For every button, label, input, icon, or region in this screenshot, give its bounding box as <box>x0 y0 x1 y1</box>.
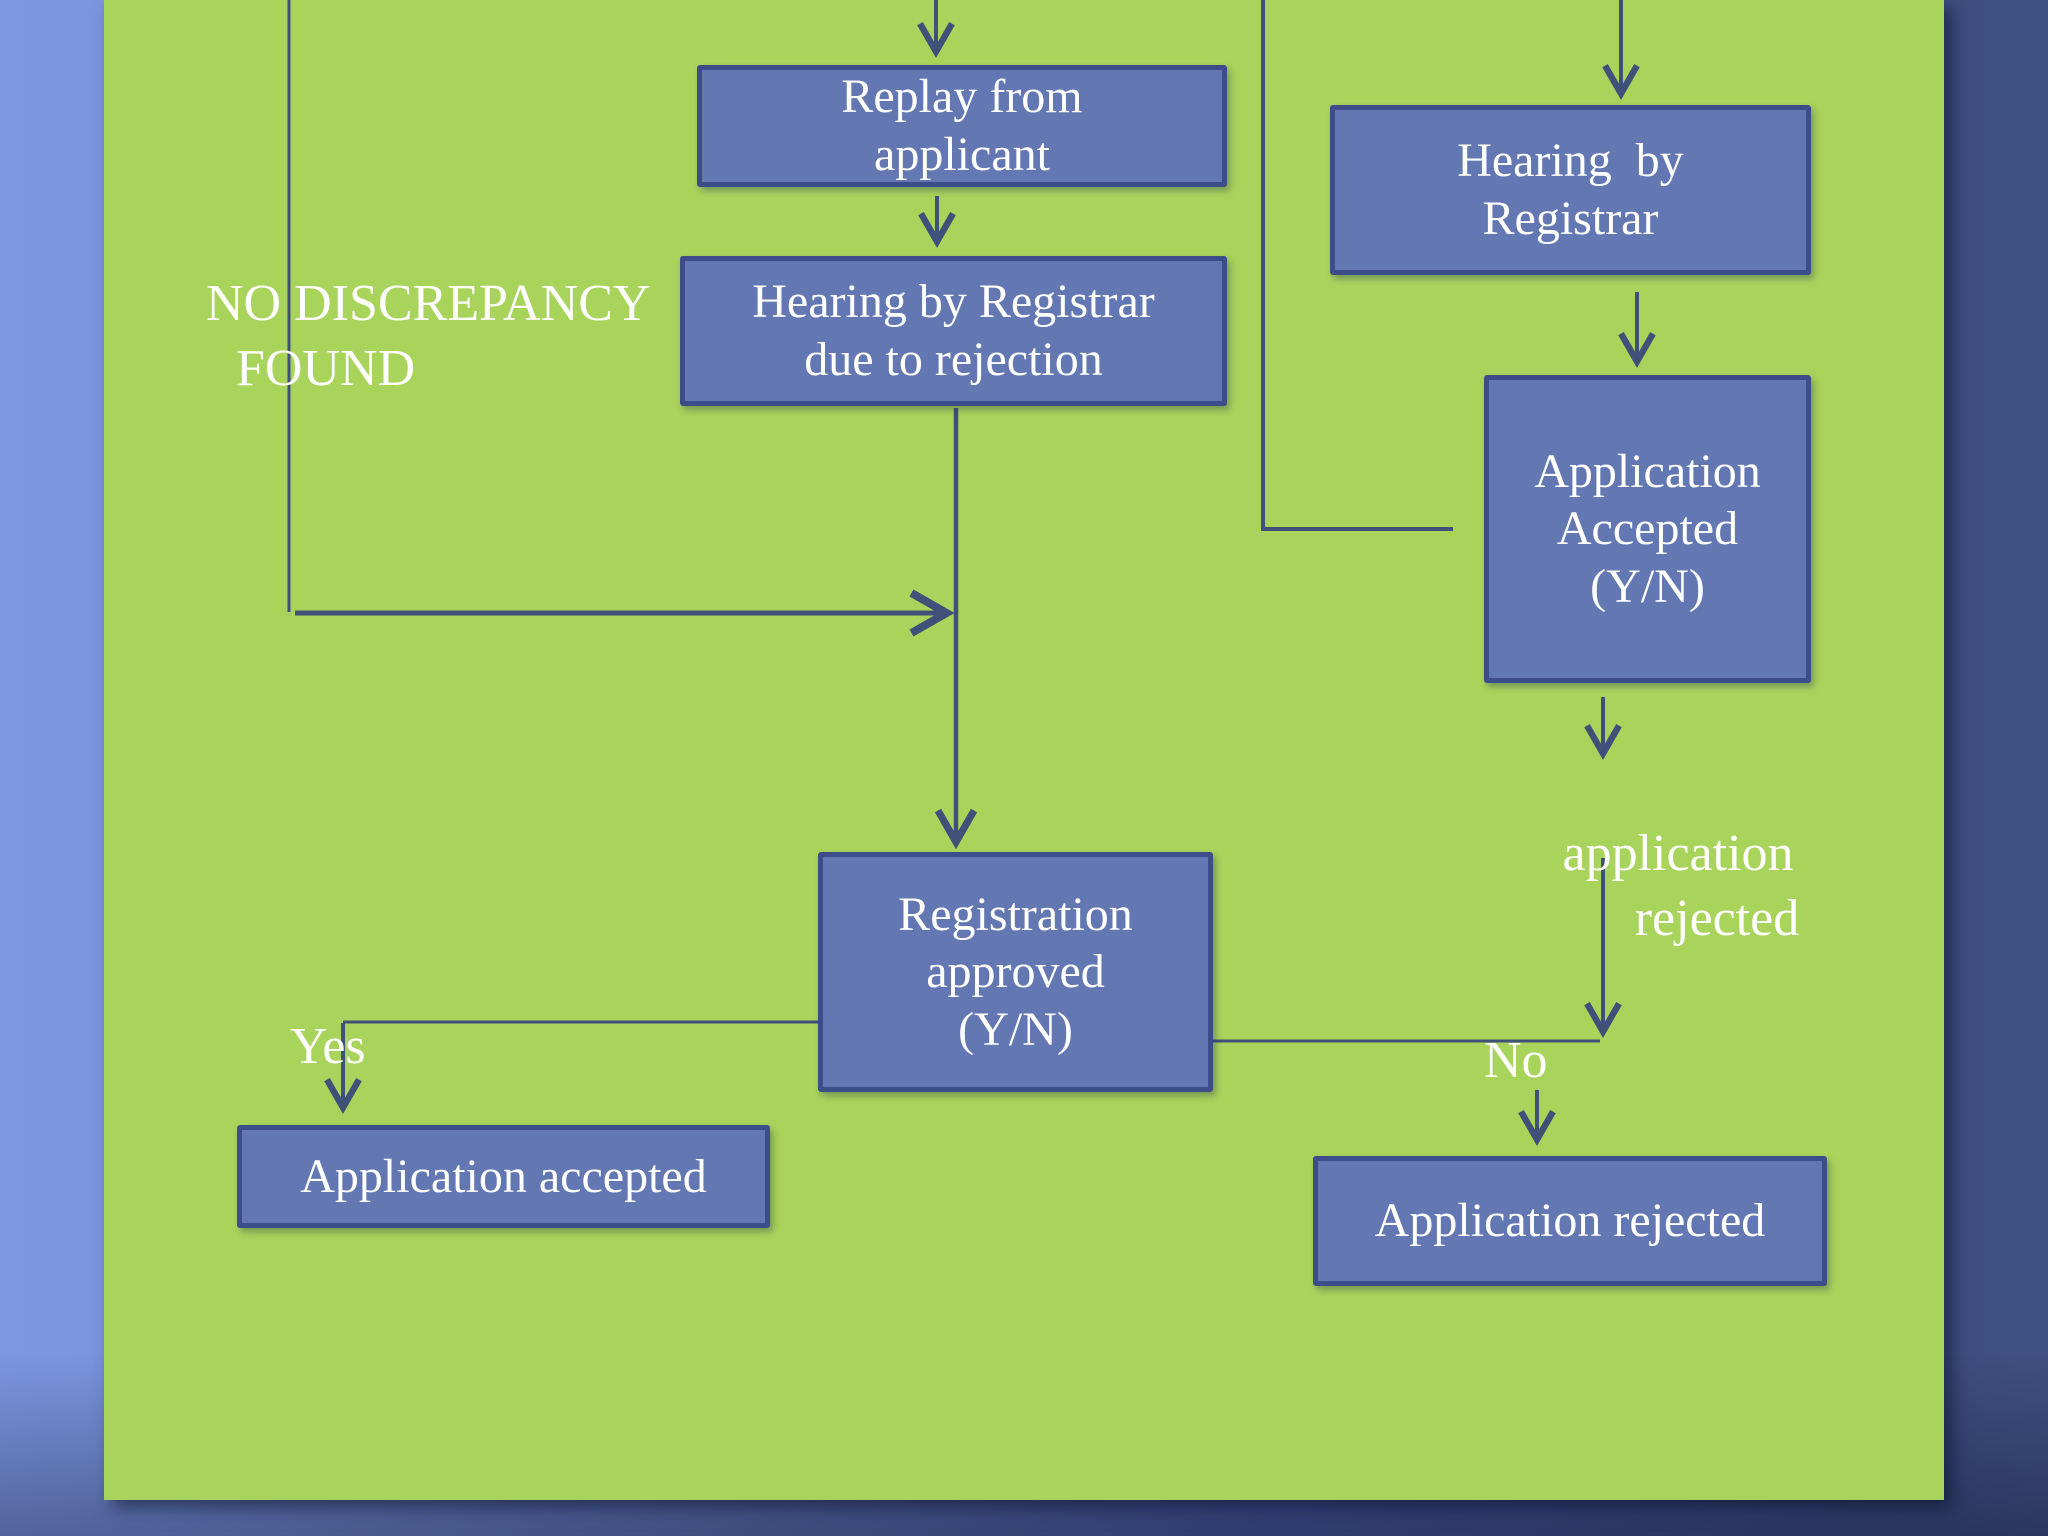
annotation-yes: Yes <box>290 1018 366 1075</box>
node-hearing-by-registrar: Hearing by Registrar <box>1330 105 1811 275</box>
node-hearing-by-registrar-due-to-rejection: Hearing by Registrar due to rejection <box>680 256 1227 406</box>
node-label: Registrar <box>1482 192 1659 245</box>
connector-elbow-to-appaccepted-yn <box>1261 0 1453 531</box>
slide-canvas: Replay from applicant Hearing by Registr… <box>104 0 1944 1500</box>
node-label: (Y/N) <box>1590 559 1705 613</box>
node-application-rejected: Application rejected <box>1313 1156 1827 1286</box>
node-registration-approved-yn: Registration approved (Y/N) <box>818 852 1213 1092</box>
node-label: Application <box>1534 444 1761 498</box>
annotation-line: FOUND <box>236 340 416 397</box>
node-application-accepted: Application accepted <box>237 1125 770 1228</box>
annotation-line: NO DISCREPANCY <box>206 275 651 332</box>
node-label: Application rejected <box>1374 1194 1766 1248</box>
annotation-application-rejected: application rejected <box>1492 756 1812 1016</box>
node-label: Replay from <box>841 70 1083 124</box>
flowchart-connectors <box>287 0 1944 1500</box>
node-label: due to rejection <box>804 333 1103 386</box>
node-label: (Y/N) <box>958 1002 1073 1056</box>
node-label: Accepted <box>1556 502 1739 556</box>
annotation-line: application <box>1562 825 1794 882</box>
annotation-line: rejected <box>1634 890 1800 947</box>
node-label: Registration <box>898 887 1133 941</box>
node-label: Hearing by <box>1457 134 1684 188</box>
node-label: Application accepted <box>300 1149 707 1203</box>
annotation-no: No <box>1484 1032 1548 1089</box>
node-label: approved <box>926 945 1105 999</box>
node-label: Hearing by Registrar <box>752 275 1155 329</box>
node-label: applicant <box>874 128 1050 181</box>
node-replay-from-applicant: Replay from applicant <box>697 65 1227 187</box>
node-application-accepted-yn: Application Accepted (Y/N) <box>1484 375 1811 683</box>
annotation-no-discrepancy-found: NO DISCREPANCY FOUND <box>154 206 651 466</box>
